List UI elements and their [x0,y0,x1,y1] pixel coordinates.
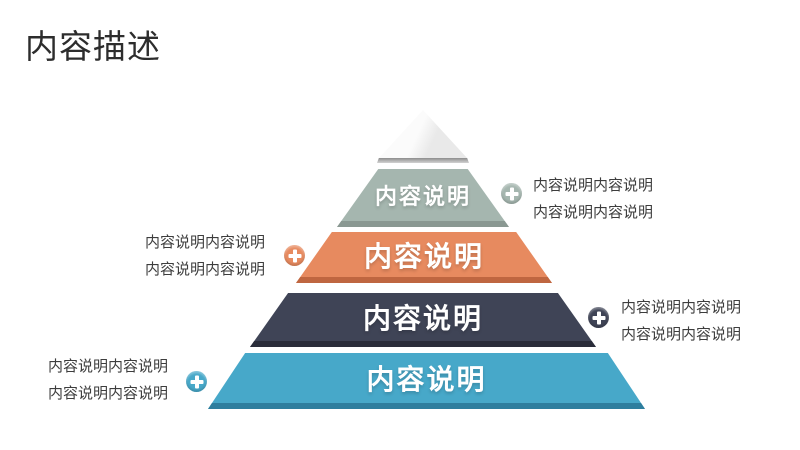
pyramid-cap-triangle [379,110,467,158]
annotation-line: 内容说明内容说明 [48,384,169,402]
annotation-line: 内容说明内容说明 [145,260,266,278]
annotation-line: 内容说明内容说明 [145,233,266,251]
annotation-layer-1: 内容说明内容说明 内容说明内容说明 [533,172,653,226]
plus-icon [501,183,522,204]
annotation-line: 内容说明内容说明 [533,176,654,194]
plus-icon [284,245,305,266]
pyramid-cap-base-line [377,158,469,163]
pyramid-layer-2-bottom-edge [296,277,552,283]
pyramid-layer-4: 内容说明 [208,353,645,409]
pyramid-layer-4-bottom-edge [208,403,645,409]
annotation-line: 内容说明内容说明 [533,203,654,221]
pyramid-layer-2-label: 内容说明 [363,239,484,273]
pyramid-layer-3-label: 内容说明 [362,302,483,335]
annotation-line: 内容说明内容说明 [621,325,742,343]
pyramid-layer-2: 内容说明 [296,232,552,283]
plus-icon [186,371,207,392]
pyramid-layer-4-label: 内容说明 [366,363,487,396]
pyramid-layer-1-bottom-edge [337,221,509,227]
annotation-line: 内容说明内容说明 [48,357,169,375]
annotation-layer-4: 内容说明内容说明 内容说明内容说明 [48,353,168,407]
pyramid-layer-3-bottom-edge [250,341,596,347]
annotation-layer-3: 内容说明内容说明 内容说明内容说明 [621,294,741,348]
pyramid-layer-1: 内容说明 [337,169,509,227]
pyramid-layer-3: 内容说明 [250,293,596,347]
annotation-layer-2: 内容说明内容说明 内容说明内容说明 [145,229,265,283]
annotation-line: 内容说明内容说明 [621,298,742,316]
plus-icon [588,307,609,328]
page-title: 内容描述 [25,27,161,66]
pyramid-layer-1-label: 内容说明 [374,185,471,210]
